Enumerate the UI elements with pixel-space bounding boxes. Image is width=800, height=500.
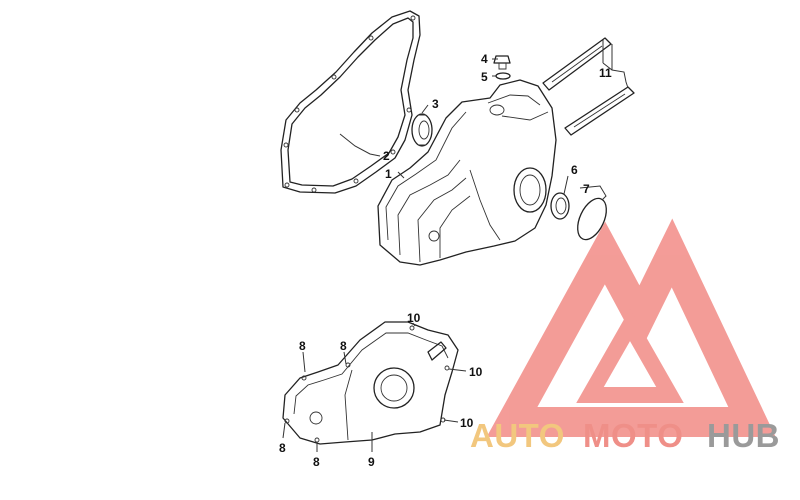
callout-8-left-bottom: 8 [279,441,286,455]
cap-part [577,197,607,241]
watermark-hub: HUB [707,417,780,454]
watermark-moto: MOTO [583,417,683,454]
watermark-text: AUTO MOTO HUB [470,417,780,454]
watermark-auto: AUTO [470,417,565,454]
callout-11: 11 [599,66,612,80]
callout-8-mid-top: 8 [340,339,347,353]
bracket-part [542,37,635,136]
callout-3: 3 [432,97,439,111]
seal-part [550,192,570,220]
callout-10-top: 10 [407,311,421,325]
plug-part [493,55,511,70]
bearing-part [411,113,433,147]
callout-2: 2 [383,149,390,163]
leader-lines [282,40,629,452]
callout-9: 9 [368,455,375,469]
callout-4: 4 [481,52,488,66]
callout-7: 7 [583,182,590,196]
callout-5: 5 [481,70,488,84]
callout-10-bottom: 10 [460,416,474,430]
washer-part [495,72,511,80]
callout-10-right: 10 [469,365,483,379]
upper-cover-part [377,79,557,266]
callout-6: 6 [571,163,578,177]
callout-1: 1 [385,167,392,181]
callout-8-left-top: 8 [299,339,306,353]
callout-8-bottom: 8 [313,455,320,469]
callout-labels: 4 5 3 2 1 6 7 11 10 8 8 10 10 8 8 9 [279,52,612,469]
watermark-logo-icon [486,218,776,437]
gasket-part [280,10,421,194]
lower-cover-part [282,321,459,445]
